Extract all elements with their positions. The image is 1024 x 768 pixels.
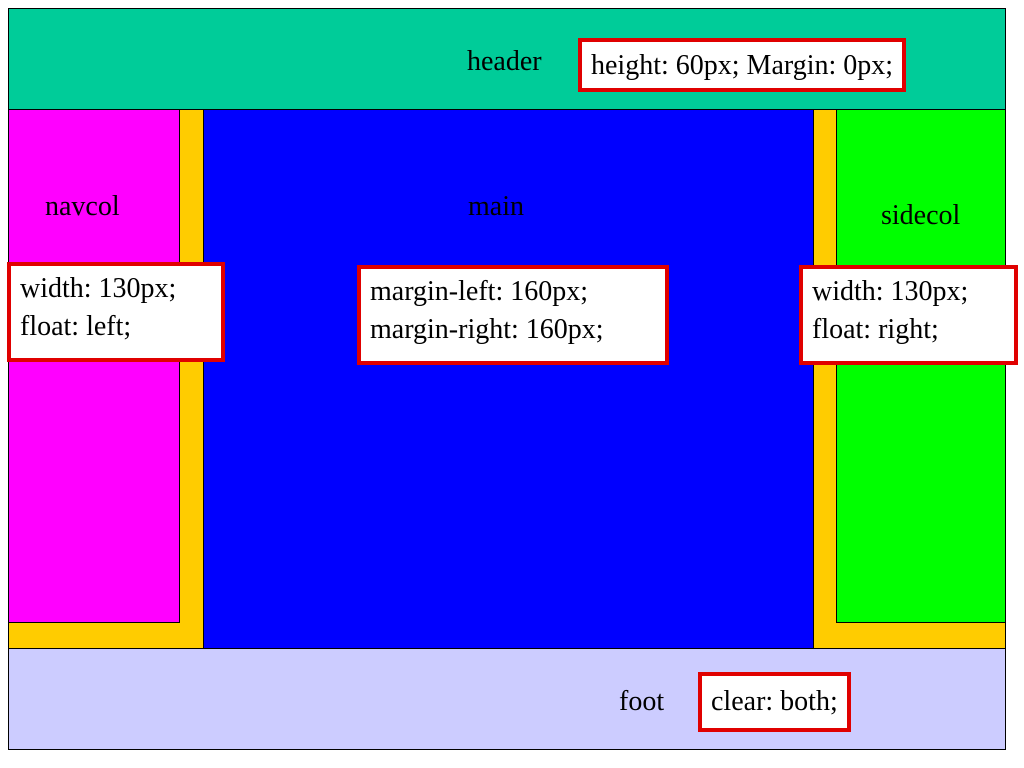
- navcol-region: [8, 109, 180, 623]
- sidecol-css-note-line-2: float: right;: [812, 314, 939, 345]
- main-css-note-line-2: margin-right: 160px;: [370, 314, 604, 345]
- foot-css-note-text: clear: both;: [711, 686, 838, 717]
- main-label: main: [468, 191, 524, 222]
- sidecol-region: [836, 109, 1006, 623]
- sidecol-css-note: width: 130px; float: right;: [799, 265, 1018, 365]
- sidecol-label: sidecol: [881, 200, 961, 231]
- main-region: [203, 109, 814, 649]
- sidecol-css-note-line-1: width: 130px;: [812, 276, 969, 307]
- foot-css-note: clear: both;: [698, 672, 851, 732]
- main-css-note: margin-left: 160px; margin-right: 160px;: [357, 265, 669, 365]
- header-css-note: height: 60px; Margin: 0px;: [578, 38, 907, 92]
- foot-label: foot: [619, 686, 665, 717]
- navcol-css-note: width: 130px; float: left;: [7, 262, 225, 362]
- main-css-note-line-1: margin-left: 160px;: [370, 276, 588, 307]
- header-label: header: [467, 46, 542, 77]
- navcol-css-note-line-1: width: 130px;: [20, 273, 177, 304]
- header-css-note-text: height: 60px; Margin: 0px;: [591, 50, 894, 81]
- navcol-css-note-line-2: float: left;: [20, 311, 132, 342]
- foot-region: [8, 648, 1006, 750]
- navcol-label: navcol: [45, 191, 120, 222]
